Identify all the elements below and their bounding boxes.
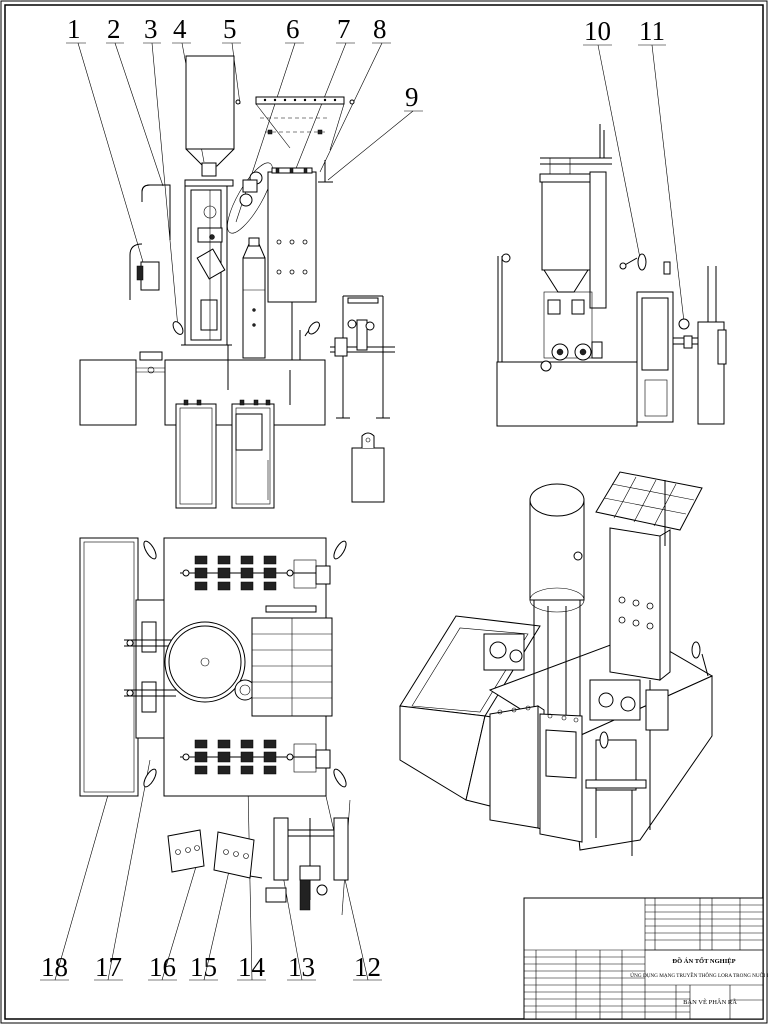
callout-6: 6 (286, 14, 300, 44)
title-block: ĐỒ ÁN TỐT NGHIỆP ỨNG DỤNG MẠNG TRUYỀN TH… (523, 897, 768, 1020)
top-view-fittings (143, 540, 347, 788)
callout-9: 9 (405, 82, 419, 112)
callout-16: 16 (149, 952, 176, 982)
callout-5: 5 (223, 14, 237, 44)
callout-18: 18 (41, 952, 68, 982)
callout-7: 7 (337, 14, 351, 44)
callout-4: 4 (173, 14, 187, 44)
side-view (496, 124, 727, 427)
callout-10: 10 (584, 16, 611, 46)
callout-2: 2 (107, 14, 121, 44)
callout-11: 11 (639, 16, 665, 46)
leader-lines (40, 42, 685, 981)
project-title: ĐỒ ÁN TỐT NGHIỆP (672, 957, 735, 965)
callout-labels: 1 2 3 4 5 6 7 8 9 10 11 12 13 14 15 16 1… (41, 14, 665, 982)
callout-1: 1 (67, 14, 81, 44)
project-subject: ỨNG DỤNG MẠNG TRUYỀN THÔNG LORA TRONG NU… (630, 971, 768, 979)
front-view (79, 55, 395, 509)
gear-row-top (180, 555, 331, 591)
inner-border (4, 4, 764, 1020)
top-view (79, 537, 349, 911)
gear-row-bottom (180, 739, 331, 775)
callout-3: 3 (144, 14, 158, 44)
drawing-name: BẢN VẼ PHÂN RÃ (683, 998, 737, 1006)
callout-8: 8 (373, 14, 387, 44)
callout-15: 15 (190, 952, 217, 982)
isometric-view (399, 471, 714, 856)
